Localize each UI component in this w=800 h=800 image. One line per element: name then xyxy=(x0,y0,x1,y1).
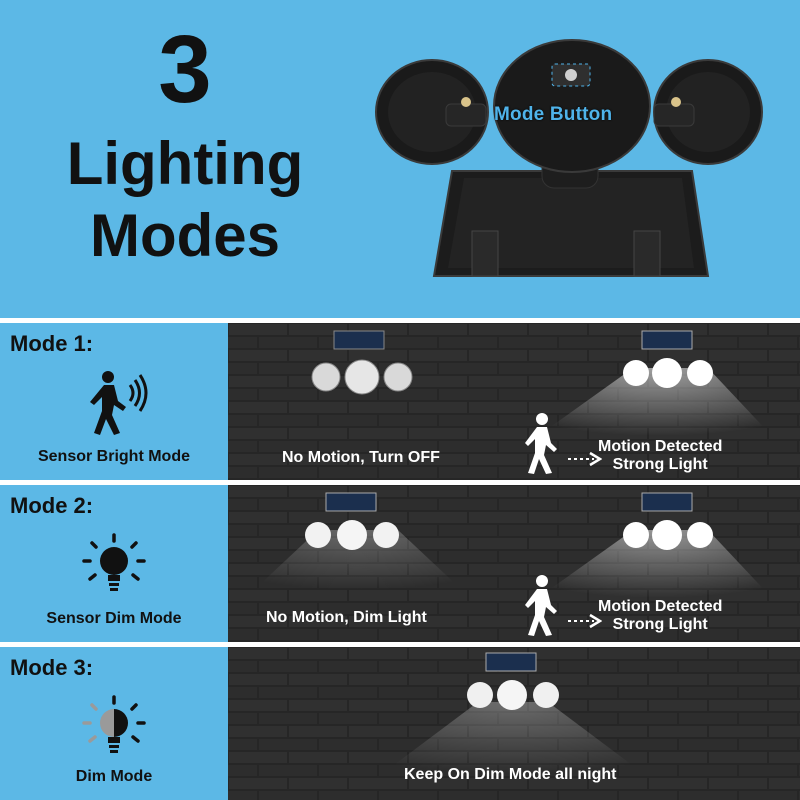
mode-3-caption: Keep On Dim Mode all night xyxy=(404,766,617,783)
mode-2-panel: Mode 2: Sensor Dim Mode xyxy=(0,485,228,642)
walking-person-icon xyxy=(525,575,557,636)
mode-2-scene: No Motion, Dim Light Motion Detected Str… xyxy=(228,485,800,642)
mode-2-caption-right: Motion Detected Strong Light xyxy=(598,598,722,634)
brick-wall xyxy=(228,323,800,480)
mode-3-label: Dim Mode xyxy=(75,768,153,785)
mode-1-caption-right-line-2: Strong Light xyxy=(612,456,708,473)
dim-bulb-icon xyxy=(82,695,146,753)
mode-1-caption-right-line-1: Motion Detected xyxy=(598,438,723,455)
brick-wall xyxy=(228,647,800,800)
row-separator-1 xyxy=(0,480,800,485)
mode-1-scene: No Motion, Turn OFF Motion Detected Stro… xyxy=(228,323,800,480)
mode-1-title: Mode 1: xyxy=(10,331,94,356)
mode-3-panel: Mode 3: Dim Mode xyxy=(0,647,228,800)
arrow-right-icon xyxy=(568,613,602,629)
mode-2-caption-right-line-1: Motion Detected xyxy=(598,598,723,615)
walking-person-icon xyxy=(525,413,557,474)
brick-wall xyxy=(228,485,800,642)
mode-row-2: Mode 2: Sensor Dim Mode xyxy=(0,485,800,642)
page-title: 3 Lighting Modes xyxy=(0,22,370,266)
mode-2-label: Sensor Dim Mode xyxy=(46,610,182,627)
bright-bulb-icon xyxy=(82,533,146,591)
lamp-dim-icon xyxy=(305,492,399,550)
mode-1-caption-right: Motion Detected Strong Light xyxy=(598,438,722,474)
mode-3-scene: Keep On Dim Mode all night xyxy=(228,647,800,800)
product-light-image xyxy=(375,39,763,277)
lamp-off-icon xyxy=(311,330,413,395)
lamp-bright-icon xyxy=(623,492,713,550)
lamp-bright-icon xyxy=(623,330,713,388)
title-line-1: Lighting xyxy=(66,130,304,197)
title-line-2: Modes xyxy=(89,202,281,269)
title-number: 3 xyxy=(158,16,212,123)
mode-2-title: Mode 2: xyxy=(10,493,94,518)
mode-row-1: Mode 1: Sensor Bright Mode xyxy=(0,323,800,480)
motion-sensor-icon xyxy=(90,371,148,435)
header: 3 Lighting Modes Mode xyxy=(0,0,800,318)
mode-1-label: Sensor Bright Mode xyxy=(37,448,190,465)
mode-1-caption-left: No Motion, Turn OFF xyxy=(282,449,440,466)
mode-button-label: Mode Button xyxy=(494,104,613,125)
mode-2-caption-right-line-2: Strong Light xyxy=(612,616,708,633)
mode-1-panel: Mode 1: Sensor Bright Mode xyxy=(0,323,228,480)
mode-2-caption-left: No Motion, Dim Light xyxy=(266,609,427,626)
header-divider xyxy=(0,318,800,323)
lamp-dim-icon xyxy=(467,652,559,710)
row-separator-2 xyxy=(0,642,800,647)
mode-row-3: Mode 3: Dim Mode xyxy=(0,647,800,800)
arrow-right-icon xyxy=(568,451,602,467)
mode-3-title: Mode 3: xyxy=(10,655,94,680)
